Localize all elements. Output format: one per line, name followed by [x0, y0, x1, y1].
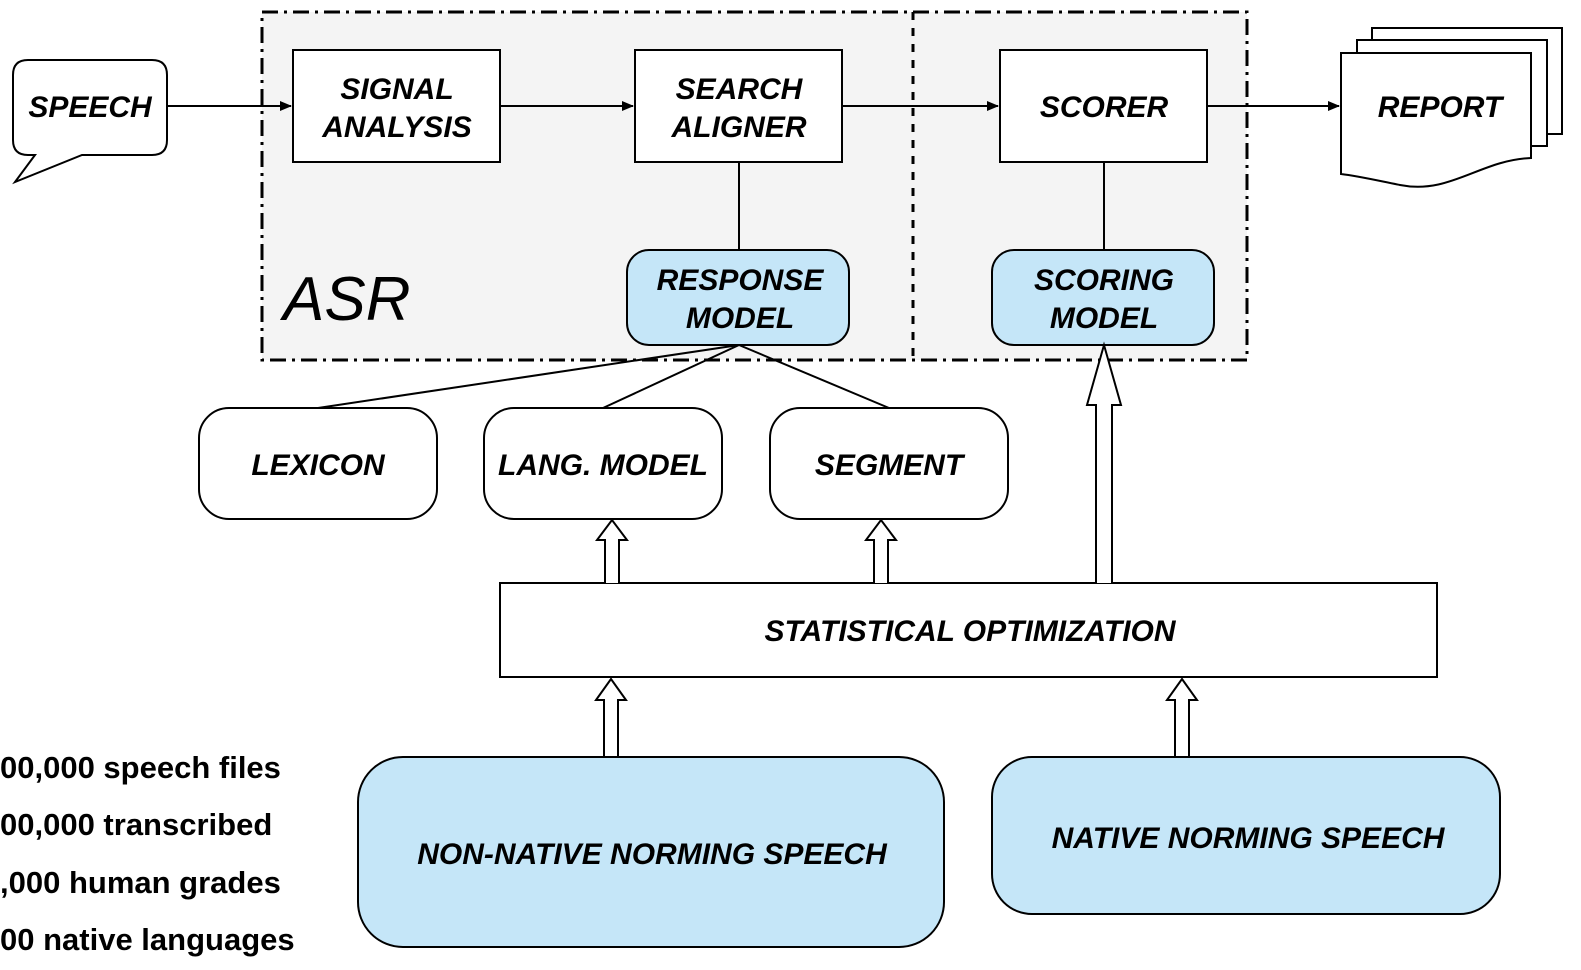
- scoring-model-label-2: MODEL: [1050, 302, 1158, 335]
- response-model-label-1: RESPONSE: [657, 264, 825, 297]
- connector-response-segment: [738, 344, 890, 409]
- scorer-label: SCORER: [1040, 91, 1169, 124]
- signal-analysis-box: [292, 49, 501, 163]
- non-native-norming-box: [357, 756, 945, 948]
- lexicon-box: [198, 407, 438, 520]
- statistical-optimization-label: STATISTICAL OPTIMIZATION: [764, 615, 1176, 648]
- statistical-optimization-box: [499, 582, 1438, 678]
- segment-box: [769, 407, 1009, 520]
- scoring-model-label-1: SCORING: [1034, 264, 1174, 297]
- non-native-norming-label: NON-NATIVE NORMING SPEECH: [417, 838, 888, 871]
- search-aligner-label-2: ALIGNER: [671, 111, 807, 144]
- search-aligner-label-1: SEARCH: [676, 73, 804, 106]
- lang-model-label: LANG. MODEL: [498, 449, 708, 482]
- hollow-arrow-to-segment: [864, 518, 898, 583]
- hollow-arrow-from-nonnative: [594, 677, 628, 757]
- stat-speech-files: 00,000 speech files: [0, 750, 281, 785]
- native-norming-box: [991, 756, 1501, 915]
- native-norming-label: NATIVE NORMING SPEECH: [1052, 822, 1446, 855]
- speech-label: SPEECH: [28, 91, 153, 124]
- hollow-arrow-to-langmodel: [595, 518, 629, 583]
- segment-label: SEGMENT: [815, 449, 966, 482]
- stat-transcribed: 00,000 transcribed: [0, 807, 272, 842]
- search-aligner-box: [634, 49, 843, 163]
- lang-model-box: [483, 407, 723, 520]
- hollow-arrow-from-native: [1165, 677, 1199, 757]
- signal-analysis-label-1: SIGNAL: [340, 73, 453, 106]
- speech-bubble: [12, 59, 168, 185]
- report-label: REPORT: [1378, 91, 1505, 124]
- stat-human-grades: ,000 human grades: [0, 865, 281, 900]
- stat-native-languages: 00 native languages: [0, 922, 295, 957]
- response-model-label-2: MODEL: [686, 302, 794, 335]
- lexicon-label: LEXICON: [251, 449, 386, 482]
- asr-label: ASR: [279, 265, 410, 334]
- report-document: [1340, 27, 1563, 188]
- signal-analysis-label-2: ANALYSIS: [321, 111, 471, 144]
- connector-response-lexicon: [317, 344, 740, 409]
- connector-response-langmodel: [602, 344, 740, 409]
- hollow-arrow-to-scoring-model: [1085, 341, 1123, 583]
